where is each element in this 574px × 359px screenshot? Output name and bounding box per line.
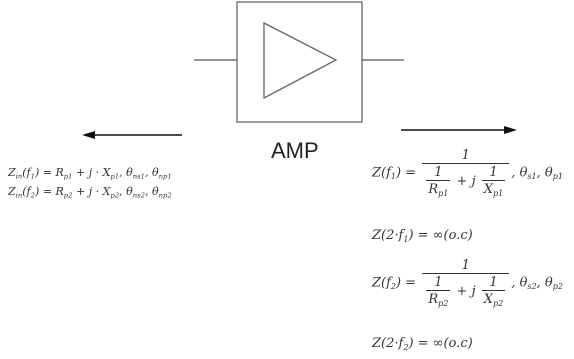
right-arrowhead-icon bbox=[504, 126, 517, 134]
right-equation-4: Z(2·f2) = ∞(o.c) bbox=[372, 336, 473, 352]
right-equation-2: Z(2·f1) = ∞(o.c) bbox=[372, 228, 473, 244]
amp-label: AMP bbox=[271, 138, 319, 163]
left-arrowhead-icon bbox=[82, 131, 95, 139]
left-equation-2: Zin(f2) = Rp2 + j · Xp2, θns2, θnp2 bbox=[8, 185, 172, 200]
amplifier-triangle-icon bbox=[263, 21, 338, 100]
left-equation-1: Zin(f1) = Rp1 + j · Xp1, θns1, θnp1 bbox=[8, 166, 172, 181]
